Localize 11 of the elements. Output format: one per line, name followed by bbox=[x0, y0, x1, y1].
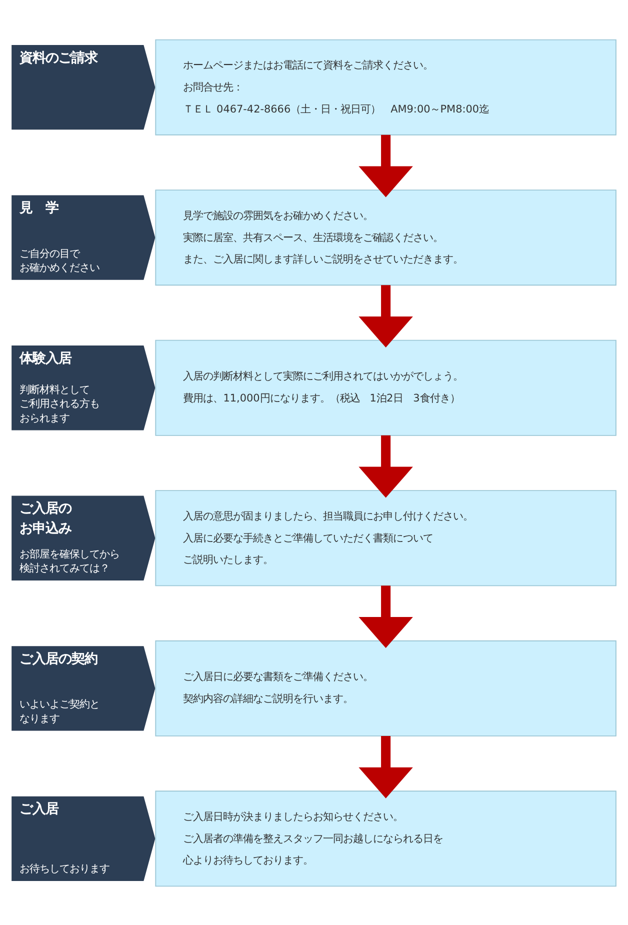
node-box: ご入居日に必要な書類をご準備ください。 契約内容の詳細なご説明を行います。 bbox=[155, 640, 616, 736]
arrow bbox=[358, 735, 413, 798]
arrow bbox=[358, 134, 413, 197]
node-box: 入居の意思が固まりましたら、担当職員にお申し付けください。 入居に必要な手続きとご準備していただく書類についてご説明いたします。 bbox=[155, 490, 616, 586]
node-box: ご入居日時が決まりましたらお知らせください。 ご入居者の準備を整えスタッフ一同お越しになられる日を心よりお待ちしております。 bbox=[155, 790, 616, 886]
arrow bbox=[358, 434, 413, 498]
arrow bbox=[358, 585, 413, 648]
node-box: 見学で施設の雰囲気をお確かめください。 実際に居室、共有スペース、生活環境をご確認ください。 また、ご入居に関します詳しいご説明をさせていただきます。 bbox=[155, 189, 616, 286]
node-box: 入居の判断材料として実際にご利用されてはいかがでしょう。 費用は、11,000円になります。（税込 1泊2日 3食付き） bbox=[155, 339, 616, 436]
node-box: ホームページまたはお電話にて資料をご請求ください。 お問合せ先： ＴＥＬ 0467-42-8666（土・日・祝日可） AM9:00～PM8:00迄 bbox=[155, 38, 616, 135]
arrow bbox=[358, 284, 413, 348]
